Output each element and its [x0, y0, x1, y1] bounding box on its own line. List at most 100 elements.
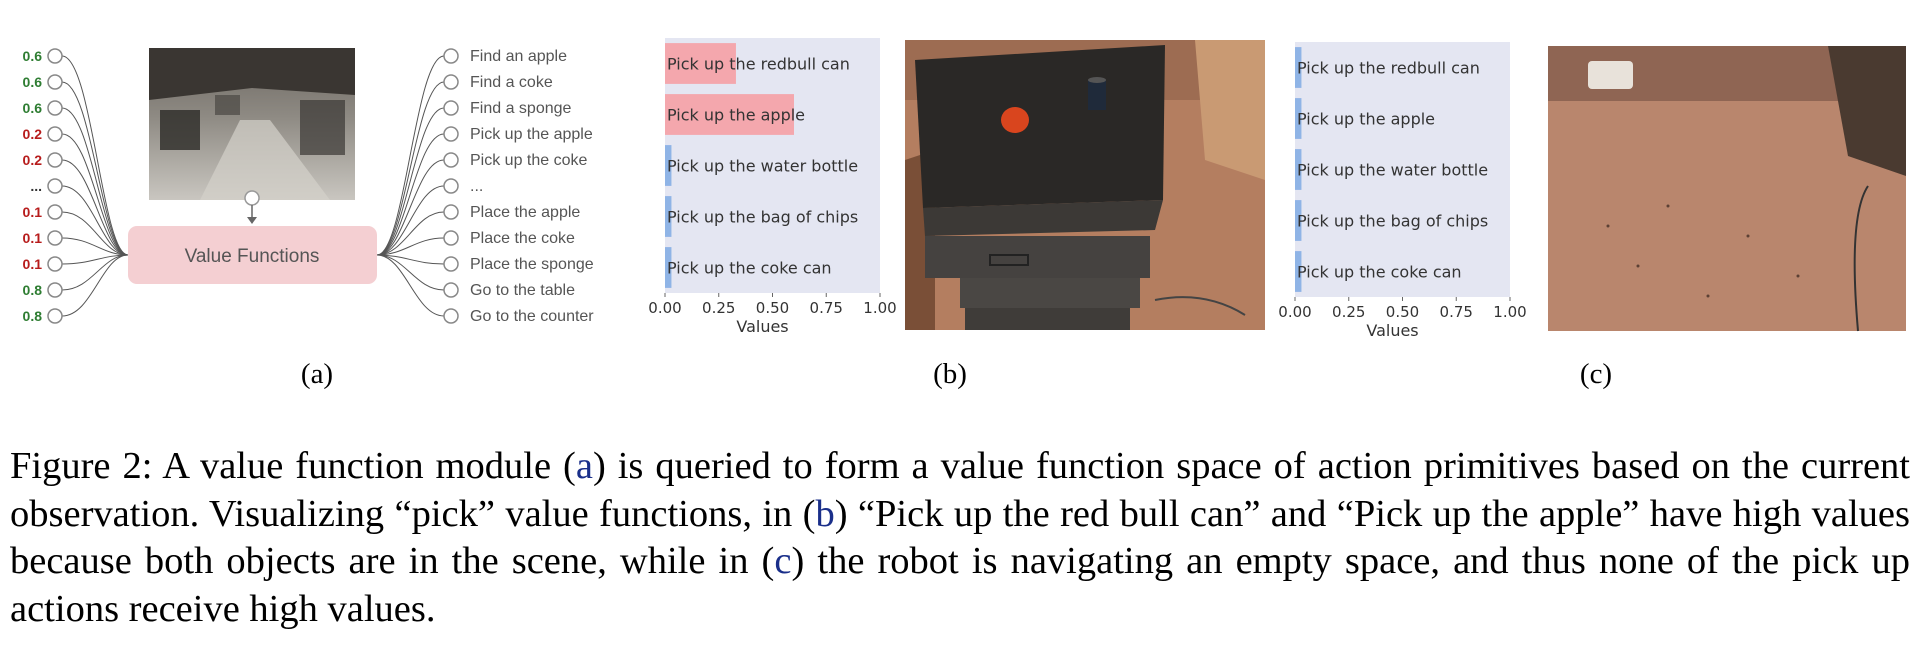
caption-text: Figure 2: A value function module (	[10, 445, 576, 487]
category-label: Pick up the coke can	[1297, 263, 1462, 282]
caption-text: ) the robot is navigating an empty space…	[10, 540, 1910, 630]
bar	[665, 145, 672, 186]
node-circle	[47, 100, 63, 116]
node-circle	[443, 152, 459, 168]
robot-view-photo-b	[905, 40, 1265, 330]
value-label: 0.8	[23, 308, 43, 324]
bar	[665, 94, 794, 135]
category-label: Pick up the water bottle	[667, 157, 858, 176]
value-label: 0.6	[23, 74, 43, 90]
category-label: Pick up the redbull can	[667, 55, 850, 74]
connector-line	[61, 237, 129, 256]
value-label: 0.1	[23, 204, 43, 220]
node-circle	[443, 126, 459, 142]
value-label: 0.6	[23, 100, 43, 116]
x-tick-label: 0.75	[1440, 303, 1473, 321]
connector-line	[376, 254, 445, 291]
connector-line	[376, 107, 445, 256]
connector-line	[61, 254, 129, 291]
node-circle	[47, 152, 63, 168]
x-tick-label: 1.00	[1493, 303, 1526, 321]
node-circle	[47, 126, 63, 142]
caption-ref-a[interactable]: a	[575, 445, 593, 487]
connector-line	[376, 55, 445, 256]
value-label: 0.2	[23, 152, 43, 168]
x-tick-label: 0.00	[1278, 303, 1311, 321]
bar	[1295, 251, 1302, 292]
caption-ref-c[interactable]: c	[774, 540, 792, 582]
node-circle	[443, 308, 459, 324]
node-circle	[443, 48, 459, 64]
panel-label-c: (c)	[1579, 358, 1613, 390]
apple	[1001, 107, 1029, 133]
connector-line	[61, 55, 129, 256]
node-circle	[47, 282, 63, 298]
action-label: Go to the table	[470, 282, 575, 299]
action-label: Place the sponge	[470, 256, 594, 273]
redbull-can	[1088, 80, 1106, 110]
connector-line	[61, 185, 129, 256]
action-label: Find an apple	[470, 48, 567, 65]
panel-label-a: (a)	[300, 358, 334, 390]
action-label: Pick up the apple	[470, 126, 593, 143]
action-label: Place the apple	[470, 204, 580, 221]
category-label: Pick up the redbull can	[1297, 59, 1480, 78]
bar	[665, 196, 672, 237]
connector-line	[61, 159, 129, 256]
value-label: 0.6	[23, 48, 43, 64]
image-to-module-connector	[244, 190, 260, 224]
caption-text: ) “Pick up the red bull can” and “Pick u…	[10, 492, 1910, 583]
bar	[1295, 149, 1302, 190]
action-label: Pick up the coke	[470, 152, 588, 169]
x-tick-label: 0.00	[648, 299, 681, 317]
x-axis-label: Values	[1366, 321, 1418, 340]
x-axis-label: Values	[736, 317, 788, 336]
connector-line	[376, 185, 445, 256]
connector-line	[376, 254, 445, 317]
value-label: 0.1	[23, 256, 43, 272]
node-circle	[443, 256, 459, 272]
action-label: Find a sponge	[470, 100, 572, 117]
category-label: Pick up the coke can	[667, 259, 832, 278]
connector-line	[61, 254, 129, 265]
category-label: Pick up the bag of chips	[667, 208, 858, 227]
connector-line	[376, 254, 445, 265]
plot-area	[1295, 42, 1510, 297]
connector-line	[376, 133, 445, 256]
x-tick-label: 0.50	[1386, 303, 1419, 321]
x-tick-label: 0.25	[1332, 303, 1365, 321]
action-label: Find a coke	[470, 74, 553, 91]
node-circle	[443, 204, 459, 220]
node-circle	[47, 256, 63, 272]
node-circle	[443, 282, 459, 298]
value-functions-box	[128, 226, 377, 284]
node-circle	[443, 74, 459, 90]
node-circle	[47, 230, 63, 246]
caption-text: ) is queried to form a value function sp…	[10, 445, 1910, 535]
category-label: Pick up the bag of chips	[1297, 212, 1488, 231]
action-label: ...	[470, 178, 483, 195]
connector-line	[61, 211, 129, 256]
category-label: Pick up the apple	[1297, 110, 1435, 129]
value-label: 0.2	[23, 126, 43, 142]
node-circle	[47, 308, 63, 324]
connector-line	[376, 211, 445, 256]
category-label: Pick up the water bottle	[1297, 161, 1488, 180]
bar	[665, 247, 672, 288]
observation-image	[149, 48, 355, 200]
node-circle	[443, 178, 459, 194]
robot-view-photo-c	[1548, 46, 1906, 332]
caption-ref-b[interactable]: b	[815, 492, 835, 535]
node-circle	[47, 178, 63, 194]
connector-line	[61, 107, 129, 256]
value-functions-label: Value Functions	[185, 246, 320, 267]
bar	[665, 43, 736, 84]
node-circle	[443, 230, 459, 246]
node-circle	[443, 100, 459, 116]
left-value-list: 0.60.60.60.20.2...0.10.10.10.80.8	[23, 48, 129, 324]
node-circle	[47, 74, 63, 90]
connector-line	[61, 81, 129, 256]
